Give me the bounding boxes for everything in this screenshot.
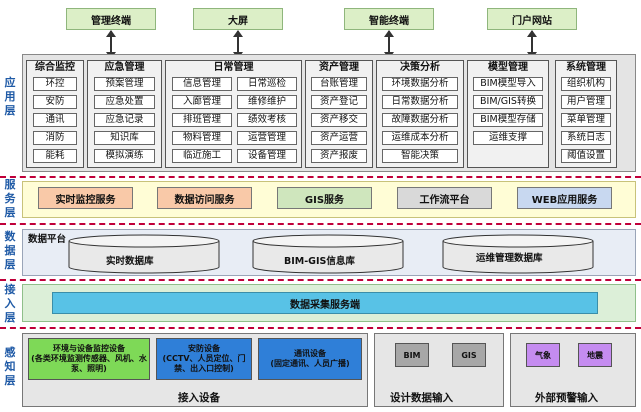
design-input-gis[interactable]: GIS bbox=[452, 343, 486, 367]
group-title: 日常管理 bbox=[213, 62, 254, 73]
service-gis[interactable]: GIS服务 bbox=[277, 187, 372, 209]
app-item[interactable]: 维修维护 bbox=[237, 95, 297, 109]
terminal-management: 管理终端 bbox=[66, 8, 156, 30]
device-detail: (各类环境监测传感器、风机、水泵、照明) bbox=[31, 354, 147, 373]
app-item[interactable]: 模拟演练 bbox=[94, 149, 155, 163]
device-environment-monitoring[interactable]: 环境与设备监控设备 (各类环境监测传感器、风机、水泵、照明) bbox=[28, 338, 150, 380]
app-item[interactable]: 应急处置 bbox=[94, 95, 155, 109]
app-item[interactable]: 排班管理 bbox=[172, 113, 232, 127]
app-group-monitoring: 综合监控 环控 安防 通讯 消防 能耗 bbox=[26, 60, 84, 168]
app-item[interactable]: 运营管理 bbox=[237, 131, 297, 145]
database-realtime: 实时数据库 bbox=[106, 256, 154, 267]
layer-label-data: 数据层 bbox=[4, 230, 16, 271]
device-title: 环境与设备监控设备 bbox=[53, 344, 125, 353]
group-title: 决策分析 bbox=[400, 62, 440, 73]
device-title: 通讯设备 bbox=[294, 349, 326, 358]
app-item[interactable]: 日常巡检 bbox=[237, 77, 297, 91]
app-item[interactable]: 阈值设置 bbox=[561, 149, 611, 163]
app-item[interactable]: 绩效考核 bbox=[237, 113, 297, 127]
separator-3 bbox=[0, 279, 641, 281]
app-item[interactable]: 运维成本分析 bbox=[382, 131, 458, 145]
app-item[interactable]: 临近施工 bbox=[172, 149, 232, 163]
app-item[interactable]: 日常数据分析 bbox=[382, 95, 458, 109]
terminal-smart: 智能终端 bbox=[344, 8, 434, 30]
app-item[interactable]: 设备管理 bbox=[237, 149, 297, 163]
group-title: 系统管理 bbox=[566, 62, 606, 73]
app-group-model: 模型管理 BIM模型导入 BIM/GIS转换 BIM模型存储 运维支撑 bbox=[467, 60, 549, 168]
app-item[interactable]: 入廊管理 bbox=[172, 95, 232, 109]
layer-label-application: 应用层 bbox=[4, 76, 16, 117]
app-group-emergency: 应急管理 预案管理 应急处置 应急记录 知识库 模拟演练 bbox=[87, 60, 162, 168]
database-operations: 运维管理数据库 bbox=[476, 253, 543, 264]
app-item[interactable]: 预案管理 bbox=[94, 77, 155, 91]
data-collection-service[interactable]: 数据采集服务端 bbox=[52, 292, 598, 314]
app-item[interactable]: 系统日志 bbox=[561, 131, 611, 145]
app-item[interactable]: 信息管理 bbox=[172, 77, 232, 91]
service-workflow[interactable]: 工作流平台 bbox=[397, 187, 492, 209]
group-title: 资产管理 bbox=[319, 62, 359, 73]
app-item[interactable]: 运维支撑 bbox=[473, 131, 543, 145]
database-operations-cylinder bbox=[442, 234, 594, 274]
device-detail: (CCTV、人员定位、门禁、出入口控制) bbox=[162, 354, 246, 373]
app-item[interactable]: 资产登记 bbox=[311, 95, 367, 109]
app-item[interactable]: 环控 bbox=[33, 77, 77, 91]
app-item[interactable]: 智能决策 bbox=[382, 149, 458, 163]
terminal-big-screen: 大屏 bbox=[193, 8, 283, 30]
group-title: 应急管理 bbox=[104, 62, 145, 73]
app-item[interactable]: 消防 bbox=[33, 131, 77, 145]
app-item[interactable]: 用户管理 bbox=[561, 95, 611, 109]
group-title: 模型管理 bbox=[488, 62, 528, 73]
separator-1 bbox=[0, 176, 641, 178]
layer-label-perception: 感知层 bbox=[4, 346, 16, 387]
app-item[interactable]: 资产移交 bbox=[311, 113, 367, 127]
app-item[interactable]: 安防 bbox=[33, 95, 77, 109]
app-item[interactable]: 通讯 bbox=[33, 113, 77, 127]
access-devices-caption: 接入设备 bbox=[178, 392, 220, 404]
separator-4 bbox=[0, 327, 641, 329]
data-platform-label: 数据平台 bbox=[28, 234, 67, 245]
app-item[interactable]: 台账管理 bbox=[311, 77, 367, 91]
service-web-app[interactable]: WEB应用服务 bbox=[517, 187, 612, 209]
design-input-bim[interactable]: BIM bbox=[395, 343, 429, 367]
group-title: 综合监控 bbox=[35, 62, 75, 73]
app-item[interactable]: BIM模型存储 bbox=[473, 113, 543, 127]
app-group-decision: 决策分析 环境数据分析 日常数据分析 故障数据分析 运维成本分析 智能决策 bbox=[376, 60, 464, 168]
device-security[interactable]: 安防设备 (CCTV、人员定位、门禁、出入口控制) bbox=[156, 338, 252, 380]
service-realtime-monitor[interactable]: 实时监控服务 bbox=[38, 187, 133, 209]
app-item[interactable]: 菜单管理 bbox=[561, 113, 611, 127]
layer-label-service: 服务层 bbox=[4, 178, 16, 219]
layer-label-access: 接入层 bbox=[4, 283, 16, 324]
device-communication[interactable]: 通讯设备 (固定通讯、人员广播) bbox=[258, 338, 362, 380]
design-input-caption: 设计数据输入 bbox=[390, 392, 453, 404]
terminal-portal: 门户网站 bbox=[487, 8, 577, 30]
app-item[interactable]: 能耗 bbox=[33, 149, 77, 163]
alert-earthquake[interactable]: 地震 bbox=[578, 343, 612, 367]
app-item[interactable]: BIM/GIS转换 bbox=[473, 95, 543, 109]
database-realtime-cylinder bbox=[68, 234, 220, 274]
app-item[interactable]: 故障数据分析 bbox=[382, 113, 458, 127]
app-item[interactable]: 物料管理 bbox=[172, 131, 232, 145]
app-item[interactable]: 应急记录 bbox=[94, 113, 155, 127]
app-group-system: 系统管理 组织机构 用户管理 菜单管理 系统日志 阈值设置 bbox=[555, 60, 617, 168]
device-detail: (固定通讯、人员广播) bbox=[270, 359, 350, 368]
separator-2 bbox=[0, 223, 641, 225]
app-group-assets: 资产管理 台账管理 资产登记 资产移交 资产运营 资产报废 bbox=[305, 60, 373, 168]
alert-weather[interactable]: 气象 bbox=[526, 343, 560, 367]
app-group-daily: 日常管理 信息管理 日常巡检 入廊管理 维修维护 排班管理 绩效考核 物料管理 … bbox=[165, 60, 302, 168]
external-alert-caption: 外部预警输入 bbox=[535, 392, 598, 404]
app-item[interactable]: BIM模型导入 bbox=[473, 77, 543, 91]
app-item[interactable]: 资产运营 bbox=[311, 131, 367, 145]
app-item[interactable]: 资产报废 bbox=[311, 149, 367, 163]
database-bim-gis-cylinder bbox=[252, 234, 404, 274]
app-item[interactable]: 知识库 bbox=[94, 131, 155, 145]
service-data-access[interactable]: 数据访问服务 bbox=[157, 187, 252, 209]
device-title: 安防设备 bbox=[188, 344, 220, 353]
app-item[interactable]: 环境数据分析 bbox=[382, 77, 458, 91]
database-bim-gis: BIM-GIS信息库 bbox=[284, 256, 355, 267]
app-item[interactable]: 组织机构 bbox=[561, 77, 611, 91]
